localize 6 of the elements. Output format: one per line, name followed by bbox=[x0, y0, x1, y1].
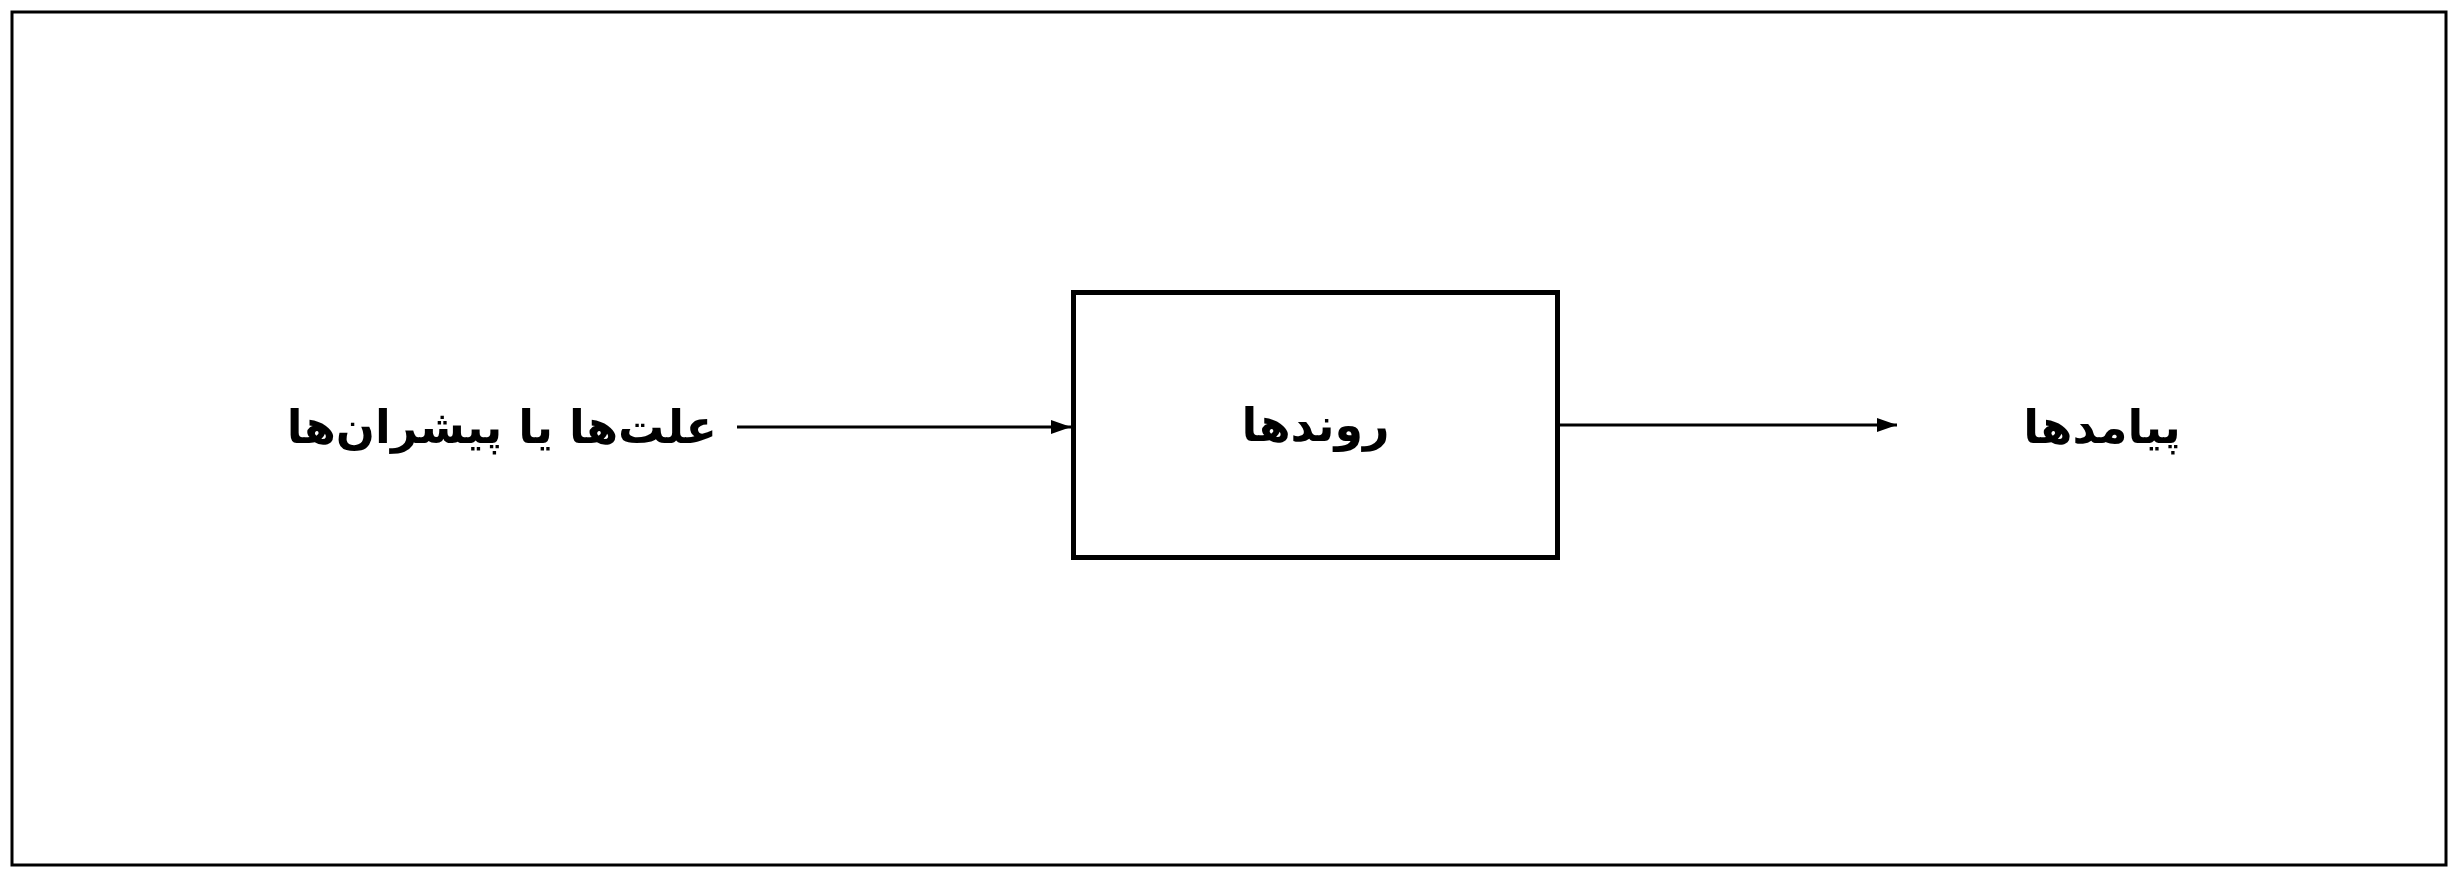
node-label: روندها bbox=[1241, 398, 1390, 452]
arrow bbox=[737, 420, 1071, 434]
node-label: پیامدها bbox=[2023, 400, 2181, 454]
node-label: علت‌ها یا پیشران‌ها bbox=[286, 400, 717, 454]
process-box bbox=[1071, 290, 1560, 560]
arrow bbox=[1560, 418, 1897, 432]
